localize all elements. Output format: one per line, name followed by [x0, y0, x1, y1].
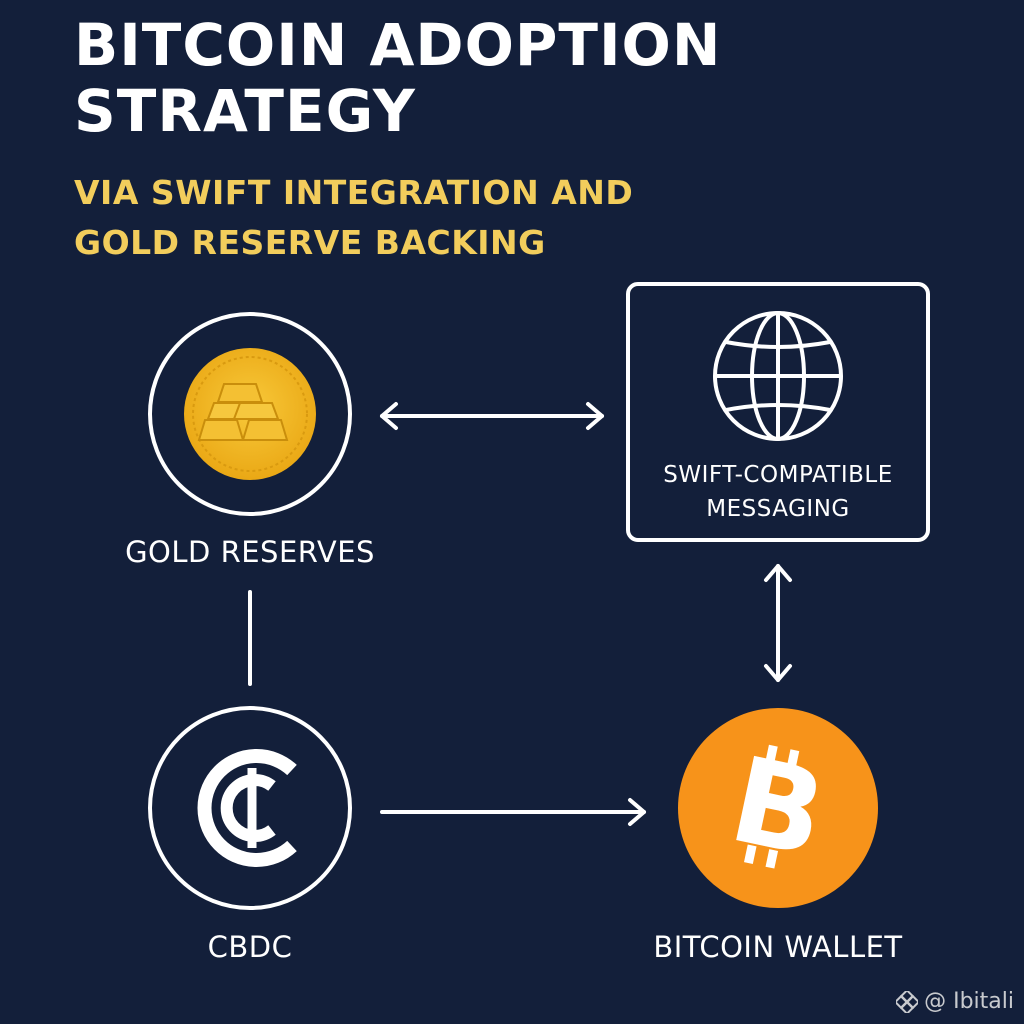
- connector-gold-swift: [380, 402, 604, 430]
- diamond-logo-icon: [896, 990, 919, 1013]
- title-line-1: BITCOIN ADOPTION: [74, 11, 722, 79]
- cbdc-label: CBDC: [207, 930, 293, 964]
- swift-label-line-1: SWIFT-COMPATIBLE: [663, 462, 893, 488]
- swift-messaging-label: SWIFT-COMPATIBLE MESSAGING: [628, 458, 928, 526]
- watermark-text: @ Ibitali: [924, 989, 1014, 1014]
- swift-messaging-node: [626, 282, 930, 542]
- gold-reserves-label: GOLD RESERVES: [125, 535, 375, 569]
- gold-bars-icon: [184, 348, 316, 480]
- bitcoin-wallet-label: BITCOIN WALLET: [653, 930, 903, 964]
- subtitle-line-1: VIA SWIFT INTEGRATION AND: [74, 173, 634, 212]
- cent-icon: [197, 749, 297, 867]
- page-title: BITCOIN ADOPTION STRATEGY: [74, 12, 721, 144]
- connector-swift-bitcoin: [764, 564, 792, 682]
- connector-cbdc-bitcoin: [380, 798, 646, 826]
- title-line-2: STRATEGY: [74, 77, 416, 145]
- swift-label-line-2: MESSAGING: [706, 496, 850, 522]
- bitcoin-wallet-node: B: [678, 708, 878, 908]
- watermark: @ Ibitali: [896, 989, 1014, 1014]
- subtitle-line-2: GOLD RESERVE BACKING: [74, 223, 546, 262]
- cbdc-node: [148, 706, 352, 910]
- subtitle: VIA SWIFT INTEGRATION AND GOLD RESERVE B…: [74, 168, 633, 268]
- gold-reserves-node: [148, 312, 352, 516]
- globe-icon: [713, 311, 843, 441]
